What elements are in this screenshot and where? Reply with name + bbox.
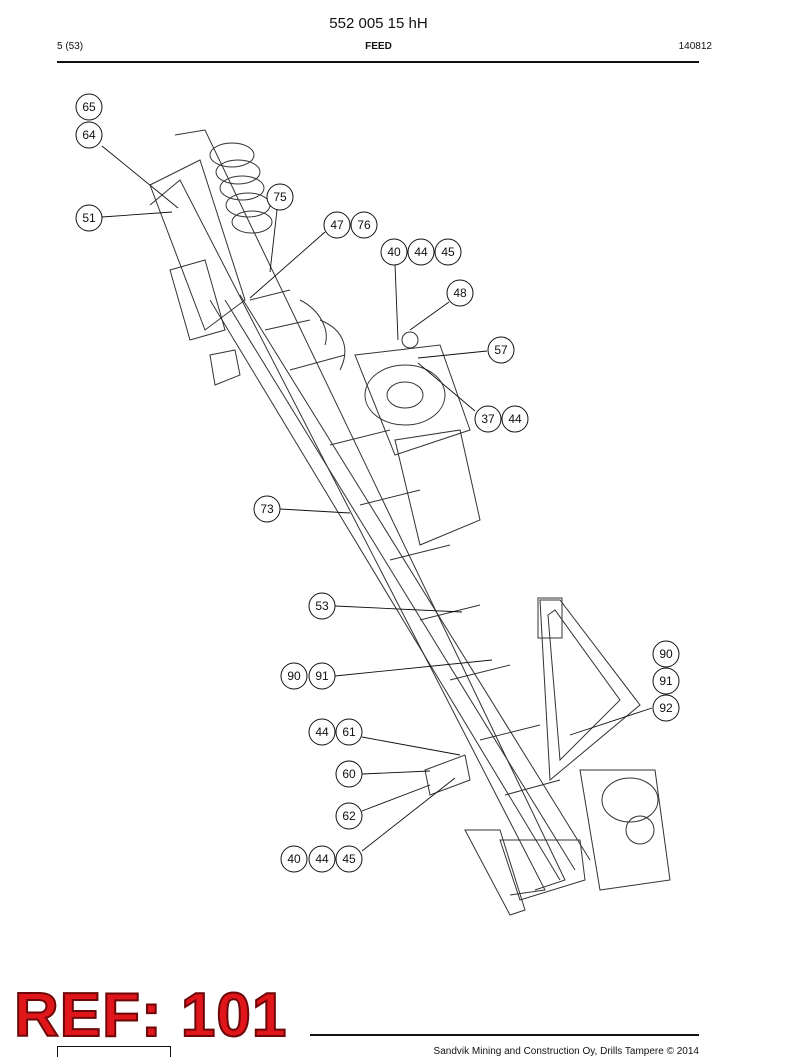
svg-text:91: 91 (315, 669, 329, 683)
svg-text:48: 48 (453, 286, 467, 300)
callout-92: 92 (652, 694, 680, 722)
callout-91b: 91 (652, 667, 680, 695)
callout-90b: 90 (652, 640, 680, 668)
svg-text:47: 47 (330, 218, 344, 232)
feed-beam (149, 129, 671, 916)
svg-text:90: 90 (659, 647, 673, 661)
svg-text:73: 73 (260, 502, 274, 516)
callout-91: 91 (308, 662, 336, 690)
svg-text:92: 92 (659, 701, 673, 715)
ref-stamp: REF: 101 (13, 981, 288, 1050)
svg-text:61: 61 (342, 725, 356, 739)
page-number: 5 (53) (57, 41, 84, 52)
svg-text:40: 40 (287, 852, 301, 866)
svg-text:44: 44 (508, 412, 522, 426)
svg-text:45: 45 (342, 852, 356, 866)
callout-37: 37 (474, 405, 502, 433)
callout-64: 64 (75, 121, 103, 149)
footer-copyright: Sandvik Mining and Construction Oy, Dril… (433, 1046, 699, 1057)
callout-45b: 45 (335, 845, 363, 873)
svg-text:62: 62 (342, 809, 356, 823)
svg-text:44: 44 (315, 852, 329, 866)
svg-text:60: 60 (342, 767, 356, 781)
svg-text:45: 45 (441, 245, 455, 259)
callout-44: 44 (407, 238, 435, 266)
leader-lines (101, 145, 653, 852)
callout-53: 53 (308, 592, 336, 620)
callout-47: 47 (323, 211, 351, 239)
callout-61: 61 (335, 718, 363, 746)
header-rule (57, 61, 699, 63)
svg-text:75: 75 (273, 190, 287, 204)
callout-51: 51 (75, 204, 103, 232)
svg-text:91: 91 (659, 674, 673, 688)
svg-text:65: 65 (82, 100, 96, 114)
date-code: 140812 (678, 41, 712, 52)
callout-62: 62 (335, 802, 363, 830)
svg-text:44: 44 (315, 725, 329, 739)
callout-60: 60 (335, 760, 363, 788)
svg-text:44: 44 (414, 245, 428, 259)
callout-75: 75 (266, 183, 294, 211)
callout-44b: 44 (501, 405, 529, 433)
callout-76: 76 (350, 211, 378, 239)
callout-45: 45 (434, 238, 462, 266)
callout-73: 73 (253, 495, 281, 523)
svg-text:90: 90 (287, 669, 301, 683)
callout-40: 40 (380, 238, 408, 266)
callout-48: 48 (446, 279, 474, 307)
callout-57: 57 (487, 336, 515, 364)
footer-rule (310, 1034, 699, 1036)
svg-text:76: 76 (357, 218, 371, 232)
svg-text:53: 53 (315, 599, 329, 613)
svg-text:64: 64 (82, 128, 96, 142)
callout-65: 65 (75, 93, 103, 121)
svg-text:57: 57 (494, 343, 508, 357)
svg-text:37: 37 (481, 412, 495, 426)
callout-44c: 44 (308, 718, 336, 746)
document-number: 552 005 15 hH (329, 15, 428, 32)
section-title: FEED (365, 41, 392, 52)
svg-text:40: 40 (387, 245, 401, 259)
callout-44d: 44 (308, 845, 336, 873)
callout-labels: 65 64 51 75 47 76 40 44 45 48 57 37 44 7… (75, 93, 680, 873)
callout-40b: 40 (280, 845, 308, 873)
svg-text:51: 51 (82, 211, 96, 225)
company-logo (57, 1046, 171, 1057)
callout-90: 90 (280, 662, 308, 690)
